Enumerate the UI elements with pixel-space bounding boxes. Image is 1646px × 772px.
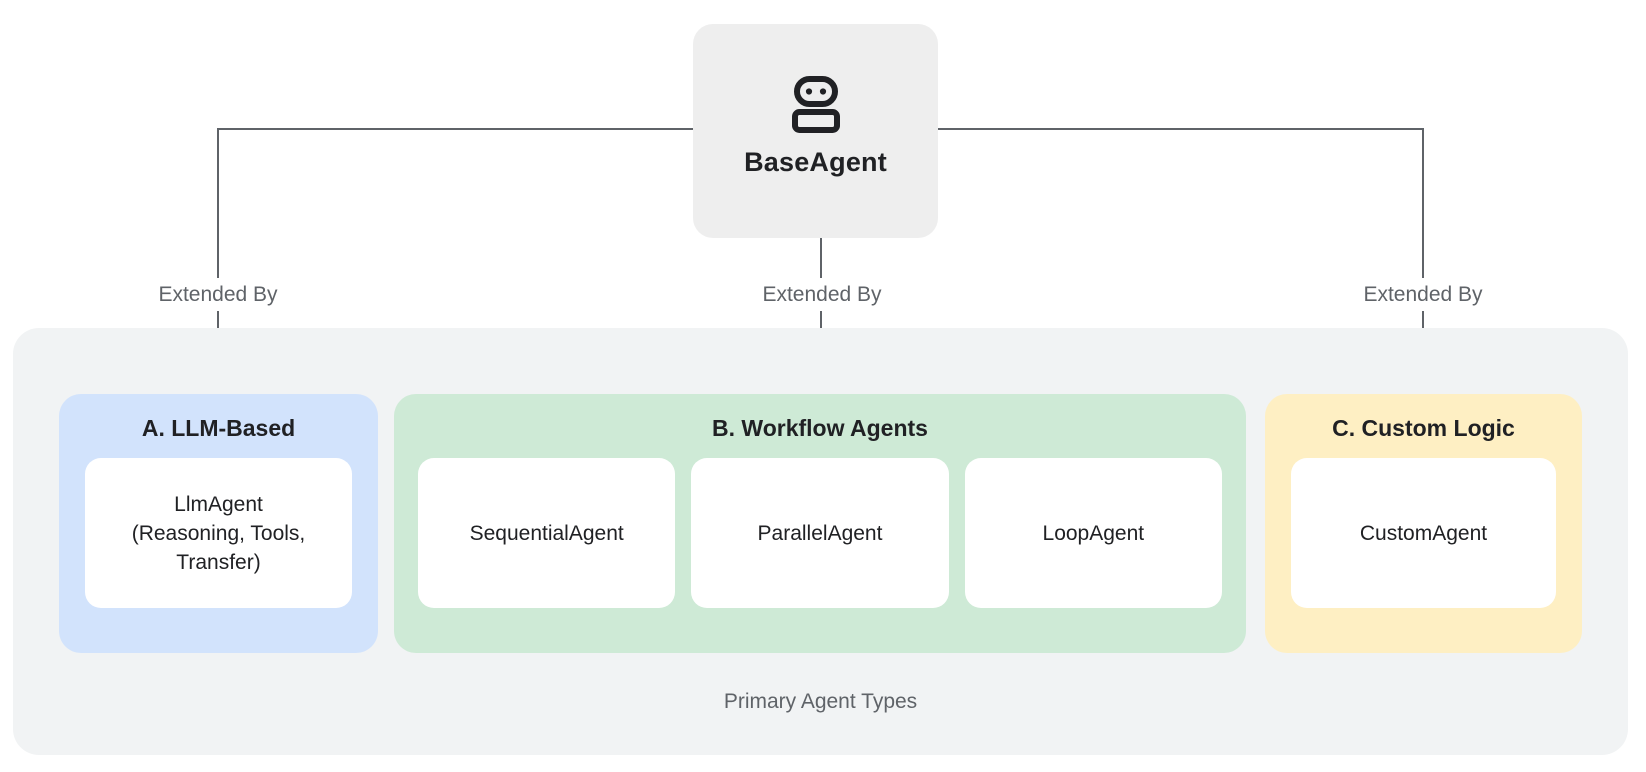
llm-agent-card-line3: Transfer) <box>176 550 261 574</box>
custom-agent-card: CustomAgent <box>1291 458 1556 608</box>
connector-horizontal-right <box>938 128 1424 130</box>
connector-vertical-middle-upper <box>820 238 822 278</box>
parallel-agent-card: ParallelAgent <box>691 458 949 608</box>
llm-agent-card-line2: (Reasoning, Tools, <box>131 521 306 545</box>
base-agent-label: BaseAgent <box>744 147 887 177</box>
sequential-agent-card: SequentialAgent <box>418 458 676 608</box>
extended-by-label-right: Extended By <box>1363 283 1483 306</box>
custom-logic-group-title: C. Custom Logic <box>1332 415 1515 441</box>
llm-agent-card: LlmAgent (Reasoning, Tools, Transfer) <box>85 458 352 608</box>
diagram-caption: Primary Agent Types <box>723 690 918 713</box>
llm-based-group-title: A. LLM-Based <box>141 415 296 441</box>
extended-by-label-middle: Extended By <box>762 283 882 306</box>
connector-horizontal-left <box>218 128 693 130</box>
workflow-cards-row: SequentialAgent ParallelAgent LoopAgent <box>418 442 1222 608</box>
extended-by-label-left: Extended By <box>158 283 278 306</box>
robot-icon <box>791 76 840 133</box>
llm-agent-card-line1: LlmAgent <box>174 492 263 516</box>
connector-vertical-left-upper <box>217 128 219 278</box>
connector-vertical-right-upper <box>1422 128 1424 278</box>
llm-based-group: A. LLM-Based LlmAgent (Reasoning, Tools,… <box>59 394 378 653</box>
workflow-agents-group: B. Workflow Agents SequentialAgent Paral… <box>394 394 1246 653</box>
custom-logic-group: C. Custom Logic CustomAgent <box>1265 394 1582 653</box>
base-agent-node: BaseAgent <box>693 24 938 238</box>
loop-agent-card: LoopAgent <box>964 458 1222 608</box>
workflow-agents-group-title: B. Workflow Agents <box>712 415 928 441</box>
